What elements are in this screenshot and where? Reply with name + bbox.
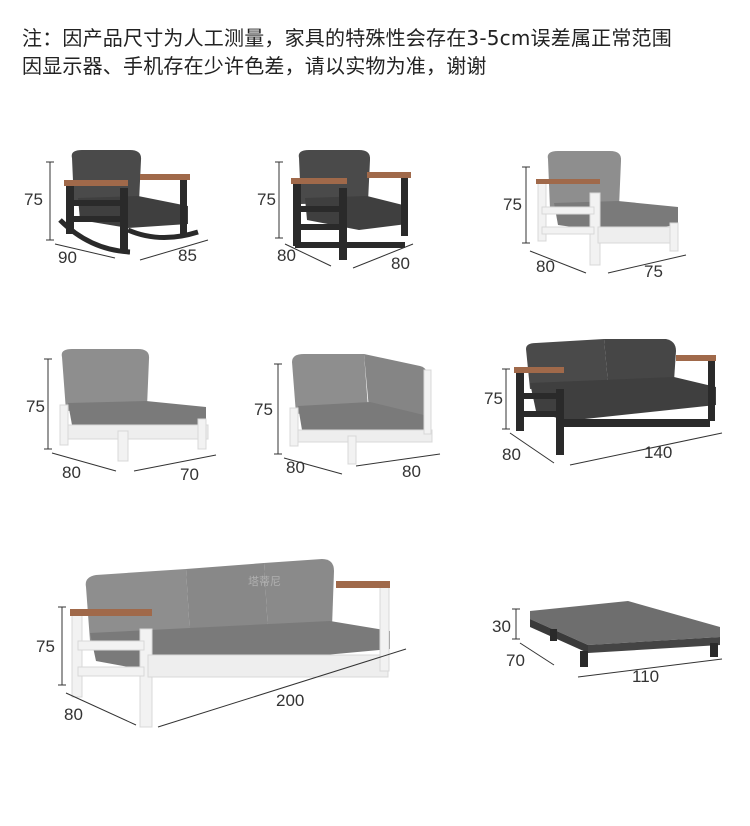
dim-height: 30 xyxy=(492,617,511,636)
coffee-table-illustration xyxy=(512,601,723,678)
product-two-seat-sofa: 75 80 140 xyxy=(480,335,730,475)
dim-width: 85 xyxy=(178,246,197,265)
product-three-seat-sofa: 塔蒂尼 75 80 200 xyxy=(30,545,420,735)
rocking-armchair-illustration xyxy=(46,150,209,261)
product-armchair-white: 75 80 75 xyxy=(500,145,700,285)
product-corner-chair: 75 80 80 xyxy=(252,350,452,490)
dim-depth: 80 xyxy=(286,458,305,477)
dim-height: 75 xyxy=(254,400,273,419)
dim-height: 75 xyxy=(36,637,55,656)
dim-height: 75 xyxy=(24,190,43,209)
dim-depth: 70 xyxy=(506,651,525,670)
three-seat-sofa-illustration xyxy=(58,559,407,728)
armless-chair-illustration xyxy=(44,349,217,472)
product-rocking-armchair: 75 90 85 xyxy=(20,140,220,270)
notice-line-1: 注：因产品尺寸为人工测量，家具的特殊性会存在3-5cm误差属正常范围 xyxy=(22,26,672,50)
dim-width: 70 xyxy=(180,465,199,484)
two-seat-sofa-illustration xyxy=(502,339,723,466)
dim-width: 80 xyxy=(402,462,421,481)
watermark: 塔蒂尼 xyxy=(248,575,281,588)
corner-chair-illustration xyxy=(274,354,441,475)
armchair-black-illustration xyxy=(275,150,414,269)
dim-depth: 80 xyxy=(62,463,81,482)
dim-width: 200 xyxy=(276,691,305,710)
dim-height: 75 xyxy=(503,195,522,214)
dim-depth: 80 xyxy=(64,705,83,724)
notice-line-2: 因显示器、手机存在少许色差，请以实物为准，谢谢 xyxy=(22,54,487,78)
dim-depth: 90 xyxy=(58,248,77,267)
dim-depth: 80 xyxy=(536,257,555,276)
product-armchair-black: 75 80 80 xyxy=(255,140,435,280)
dim-depth: 80 xyxy=(502,445,521,464)
dim-height: 75 xyxy=(257,190,276,209)
product-armless-chair: 75 80 70 xyxy=(22,345,222,485)
dim-width: 80 xyxy=(391,254,410,273)
product-coffee-table: 30 70 110 xyxy=(488,595,728,695)
dim-depth: 80 xyxy=(277,246,296,265)
dim-height: 75 xyxy=(484,389,503,408)
dim-width: 75 xyxy=(644,262,663,281)
armchair-white-illustration xyxy=(522,151,687,274)
dim-width: 110 xyxy=(632,667,660,686)
dim-height: 75 xyxy=(26,397,45,416)
dim-width: 140 xyxy=(644,443,673,462)
